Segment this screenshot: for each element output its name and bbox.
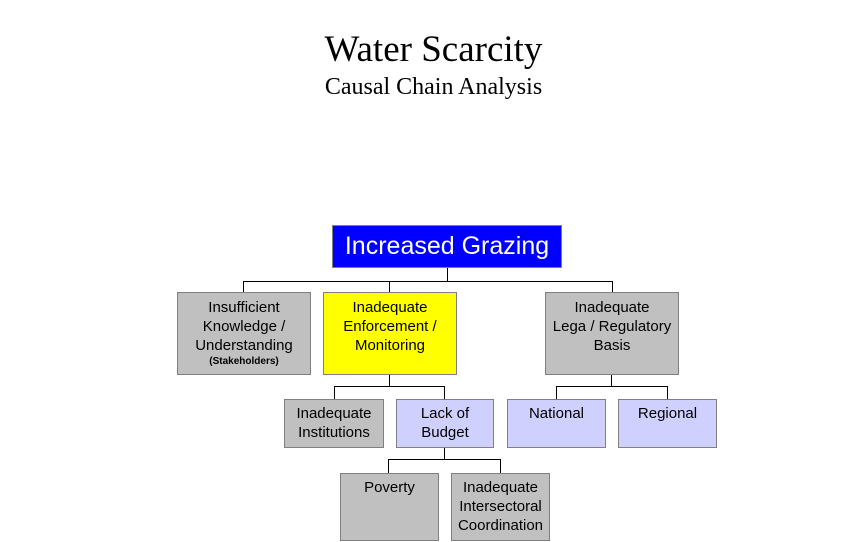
- node-label: Inadequate: [352, 299, 428, 316]
- node-lack-of-budget: Lack of Budget: [396, 399, 494, 448]
- node-label: Basis: [593, 337, 631, 354]
- node-label: Monitoring: [354, 337, 426, 354]
- node-label: Inadequate: [296, 405, 372, 422]
- node-label: Knowledge /: [202, 318, 286, 335]
- node-label: Regional: [637, 405, 698, 422]
- node-poverty: Poverty: [340, 473, 439, 541]
- connector: [447, 267, 448, 281]
- connector: [556, 386, 668, 387]
- node-label: Enforcement /: [343, 318, 437, 335]
- node-label: National: [528, 405, 585, 422]
- node-label: Poverty: [364, 479, 415, 496]
- node-inadequate-institutions: Inadequate Institutions: [284, 399, 384, 448]
- connector: [612, 281, 613, 292]
- node-inadequate-legal-basis: Inadequate Lega / Regulatory Basis: [545, 292, 679, 375]
- node-national: National: [507, 399, 606, 448]
- connector: [389, 281, 390, 292]
- connector: [500, 459, 501, 473]
- node-regional: Regional: [618, 399, 717, 448]
- node-intersectoral-coordination: Inadequate Intersectoral Coordination: [451, 473, 550, 541]
- node-insufficient-knowledge: Insufficient Knowledge / Understanding (…: [177, 292, 311, 375]
- connector: [243, 281, 613, 282]
- connector: [243, 281, 244, 292]
- node-label: Inadequate: [574, 299, 650, 316]
- node-label: Lack of: [420, 405, 470, 422]
- node-inadequate-enforcement: Inadequate Enforcement / Monitoring: [323, 292, 457, 375]
- connector: [388, 459, 389, 473]
- node-note: (Stakeholders): [209, 356, 279, 367]
- node-label: Understanding: [195, 337, 293, 354]
- connector: [444, 386, 445, 399]
- connector: [388, 459, 501, 460]
- node-label: Inadequate: [462, 479, 539, 496]
- diagram-subtitle: Causal Chain Analysis: [324, 74, 543, 100]
- connector: [444, 447, 445, 459]
- connector: [389, 374, 390, 386]
- connector: [334, 386, 335, 399]
- connector: [556, 386, 557, 399]
- node-label: Intersectoral: [459, 498, 542, 515]
- connector: [611, 374, 612, 386]
- node-label: Coordination: [457, 517, 544, 534]
- connector: [334, 386, 445, 387]
- root-node: Increased Grazing: [332, 225, 562, 268]
- diagram-title: Water Scarcity: [324, 29, 543, 70]
- connector: [667, 386, 668, 399]
- node-label: Budget: [421, 424, 469, 441]
- node-label: Institutions: [298, 424, 370, 441]
- node-label: Lega / Regulatory: [552, 318, 672, 335]
- node-label: Insufficient: [208, 299, 280, 316]
